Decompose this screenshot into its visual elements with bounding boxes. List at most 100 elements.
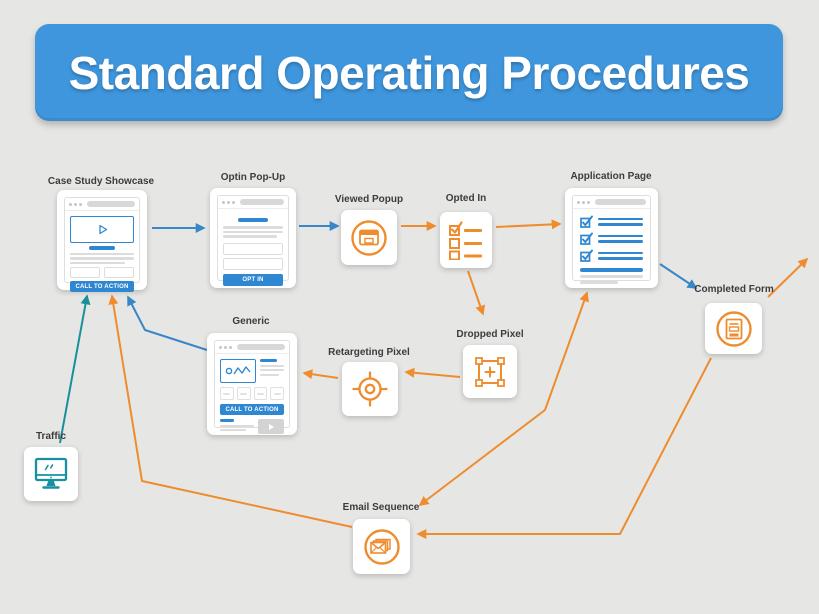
call-to-action-button: CALL TO ACTION xyxy=(220,404,284,415)
window-dot-icon xyxy=(227,200,230,204)
browser-chrome xyxy=(218,196,288,209)
text-line xyxy=(598,240,643,243)
checkbox-check-icon xyxy=(580,232,593,245)
browser-mockup: OPT IN xyxy=(217,195,289,286)
optin-popup-card: OPT IN xyxy=(210,188,296,288)
email-sequence-label: Email Sequence xyxy=(342,502,420,513)
window-dot-icon xyxy=(229,345,232,349)
text-line xyxy=(598,251,643,254)
checklist-icon xyxy=(449,221,482,260)
address-bar xyxy=(237,344,285,350)
address-bar xyxy=(240,199,284,205)
divider-bar xyxy=(580,268,643,272)
completed-form-card xyxy=(705,303,762,354)
page-content xyxy=(573,209,650,290)
text-line xyxy=(598,257,643,260)
crosshair-icon xyxy=(352,371,388,407)
connection-email_sequence-to-case_study xyxy=(108,294,353,528)
monitor-icon xyxy=(34,457,68,489)
case-study-showcase-label: Case Study Showcase xyxy=(47,176,155,187)
connection-retargeting_pixel-to-generic xyxy=(302,369,339,380)
address-bar xyxy=(595,199,646,205)
heading-bar xyxy=(238,218,268,222)
browser-mockup: CALL TO ACTION xyxy=(214,340,290,434)
text-line xyxy=(70,257,134,260)
viewed-popup-label: Viewed Popup xyxy=(334,194,404,205)
opted-in-label: Opted In xyxy=(445,193,487,204)
connection-email_sequence-to-application_page xyxy=(418,291,589,507)
thumbnail xyxy=(253,387,268,400)
hero-row xyxy=(220,359,284,383)
window-dot-icon xyxy=(577,200,580,204)
form-fields xyxy=(70,267,134,278)
heading-bar xyxy=(260,359,277,362)
optin-popup-label: Optin Pop-Up xyxy=(220,172,286,183)
traffic-label: Traffic xyxy=(35,431,67,442)
heading-bar xyxy=(89,246,115,250)
application-page-label: Application Page xyxy=(570,171,652,182)
form-icon xyxy=(715,310,752,347)
text-line xyxy=(598,234,643,237)
window-dot-icon xyxy=(224,345,227,349)
video-player xyxy=(70,216,134,243)
text-line xyxy=(260,373,280,376)
retargeting-pixel-label: Retargeting Pixel xyxy=(328,347,410,358)
thumbnail xyxy=(270,387,284,400)
window-dot-icon xyxy=(587,200,590,204)
input-field xyxy=(223,242,283,255)
traffic-card xyxy=(24,447,78,501)
address-bar xyxy=(87,201,135,207)
checklist-row xyxy=(580,232,643,245)
connection-application_page-to-completed_form xyxy=(659,263,698,289)
completed-form-label: Completed Form xyxy=(694,284,774,295)
play-icon xyxy=(269,423,274,430)
footer-row xyxy=(220,419,284,434)
hero-text xyxy=(260,359,284,383)
chart-image xyxy=(220,359,256,383)
input-field xyxy=(70,267,100,278)
footer-text xyxy=(220,419,254,431)
retargeting-pixel-card xyxy=(342,362,398,416)
connection-opted_in-to-dropped_pixel xyxy=(467,270,485,316)
thumbnail-row xyxy=(220,387,284,400)
opt-in-button: OPT IN xyxy=(223,273,283,286)
dropped-pixel-card xyxy=(463,345,517,398)
window-dot-icon xyxy=(69,202,72,206)
browser-mockup xyxy=(572,195,651,284)
popup-window-icon xyxy=(351,219,387,256)
connection-generic-to-case_study xyxy=(127,295,208,351)
page-content: OPT IN xyxy=(218,209,288,291)
text-line xyxy=(598,223,643,226)
opted-in-card xyxy=(440,212,492,268)
selection-frame-icon xyxy=(475,356,505,387)
text-line xyxy=(70,261,126,264)
input-field xyxy=(223,257,283,270)
text-line xyxy=(70,252,134,255)
video-thumbnail xyxy=(258,419,284,434)
window-dot-icon xyxy=(219,345,222,349)
window-dot-icon xyxy=(79,202,82,206)
heading-bar xyxy=(220,419,234,422)
page-title: Standard Operating Procedures xyxy=(68,46,750,99)
checkbox-check-icon xyxy=(580,249,593,262)
text-line xyxy=(223,226,283,229)
text-line xyxy=(580,281,618,284)
text-line xyxy=(260,364,284,367)
window-dot-icon xyxy=(74,202,77,206)
viewed-popup-card xyxy=(341,210,397,265)
browser-chrome xyxy=(65,198,139,211)
text-line xyxy=(598,217,643,220)
line-chart-icon xyxy=(225,366,251,375)
checklist-row xyxy=(580,215,643,228)
application-page-card xyxy=(565,188,658,288)
text-line xyxy=(220,424,254,427)
checklist-row xyxy=(580,249,643,262)
window-dot-icon xyxy=(582,200,585,204)
text-line xyxy=(220,429,246,431)
page-content: CALL TO ACTION xyxy=(215,354,289,439)
connection-opted_in-to-application_page xyxy=(495,219,562,230)
checkbox-check-icon xyxy=(580,215,593,228)
case-study-showcase-card: CALL TO ACTION xyxy=(57,190,147,292)
